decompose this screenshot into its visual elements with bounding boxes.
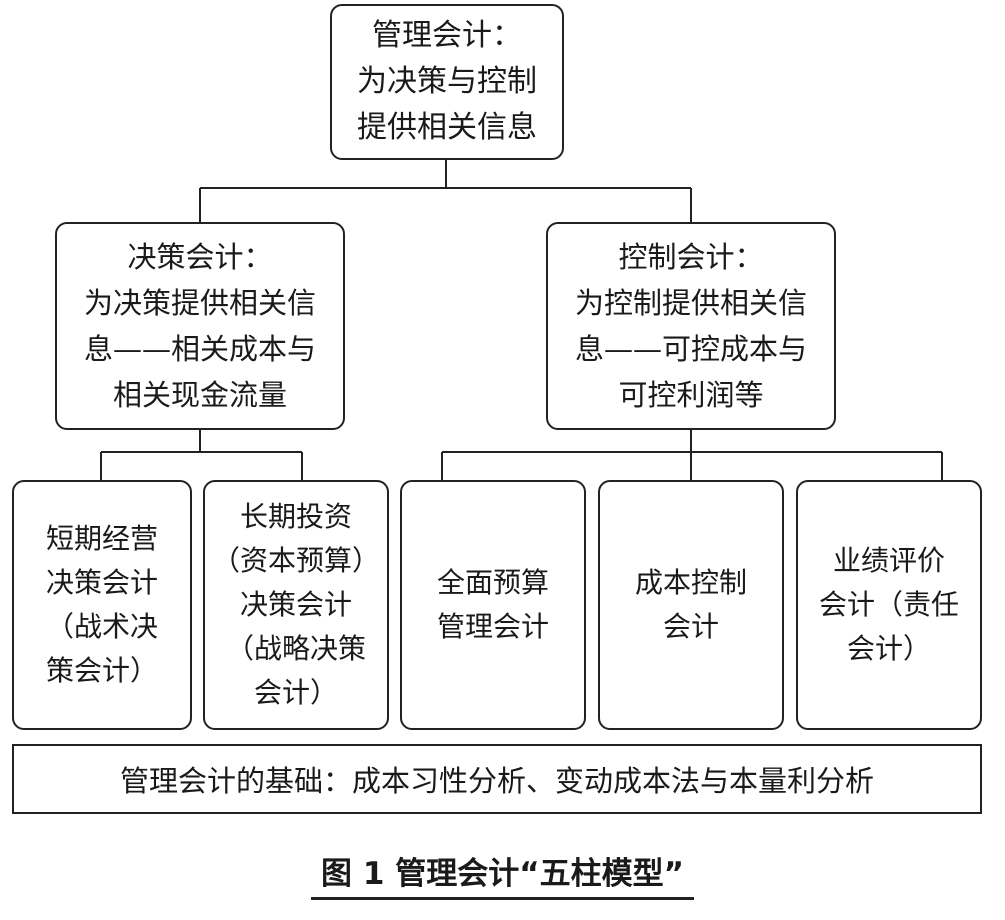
- pillar-4-line-2: 会计: [662, 610, 719, 643]
- decision-line-2: 为决策提供相关信: [83, 286, 316, 320]
- pillar-3-line-1: 全面预算: [436, 566, 549, 599]
- figure-caption: 图 1 管理会计“五柱模型”: [0, 848, 1005, 900]
- pillar-1-line-3: （战术决: [45, 610, 158, 643]
- control-line-2: 为控制提供相关信: [574, 286, 807, 320]
- control-line-3: 息——可控成本与: [574, 332, 807, 366]
- pillar-cost-control: 成本控制 会计: [598, 480, 784, 730]
- pillar-1-line-1: 短期经营: [45, 522, 158, 555]
- pillar-5-line-2: 会计（责任: [818, 588, 959, 621]
- pillar-2-line-3: 决策会计: [239, 588, 352, 621]
- pillar-1-line-4: 策会计）: [45, 654, 158, 687]
- control-line-1: 控制会计：: [618, 240, 764, 274]
- pillar-2-line-5: 会计）: [253, 676, 338, 709]
- foundation-bar: 管理会计的基础：成本习性分析、变动成本法与本量利分析: [12, 744, 982, 814]
- pillar-1-line-2: 决策会计: [45, 566, 158, 599]
- control-accounting-node: 控制会计： 为控制提供相关信 息——可控成本与 可控利润等: [546, 222, 836, 430]
- pillar-long-term-investment: 长期投资 （资本预算） 决策会计 （战略决策 会计）: [203, 480, 389, 730]
- pillar-4-line-1: 成本控制: [634, 566, 747, 599]
- decision-line-1: 决策会计：: [127, 240, 273, 274]
- decision-accounting-node: 决策会计： 为决策提供相关信 息——相关成本与 相关现金流量: [55, 222, 345, 430]
- root-node-management-accounting: 管理会计： 为决策与控制 提供相关信息: [330, 4, 564, 160]
- decision-line-4: 相关现金流量: [112, 378, 287, 412]
- control-line-4: 可控利润等: [618, 378, 764, 412]
- root-line-3: 提供相关信息: [357, 110, 537, 145]
- pillar-2-line-1: 长期投资: [239, 500, 352, 533]
- pillar-performance-evaluation: 业绩评价 会计（责任 会计）: [796, 480, 982, 730]
- figure-caption-text: 图 1 管理会计“五柱模型”: [311, 856, 694, 900]
- decision-line-3: 息——相关成本与: [83, 332, 316, 366]
- pillar-2-line-2: （资本预算）: [211, 544, 380, 577]
- root-line-2: 为决策与控制: [357, 64, 537, 99]
- pillar-5-line-3: 会计）: [846, 632, 931, 665]
- root-line-1: 管理会计：: [372, 18, 522, 53]
- pillar-2-line-4: （战略决策: [225, 632, 366, 665]
- pillar-comprehensive-budget: 全面预算 管理会计: [400, 480, 586, 730]
- foundation-text: 管理会计的基础：成本习性分析、变动成本法与本量利分析: [119, 764, 874, 798]
- pillar-5-line-1: 业绩评价: [832, 544, 945, 577]
- pillar-short-term-decision: 短期经营 决策会计 （战术决 策会计）: [12, 480, 192, 730]
- pillar-3-line-2: 管理会计: [436, 610, 549, 643]
